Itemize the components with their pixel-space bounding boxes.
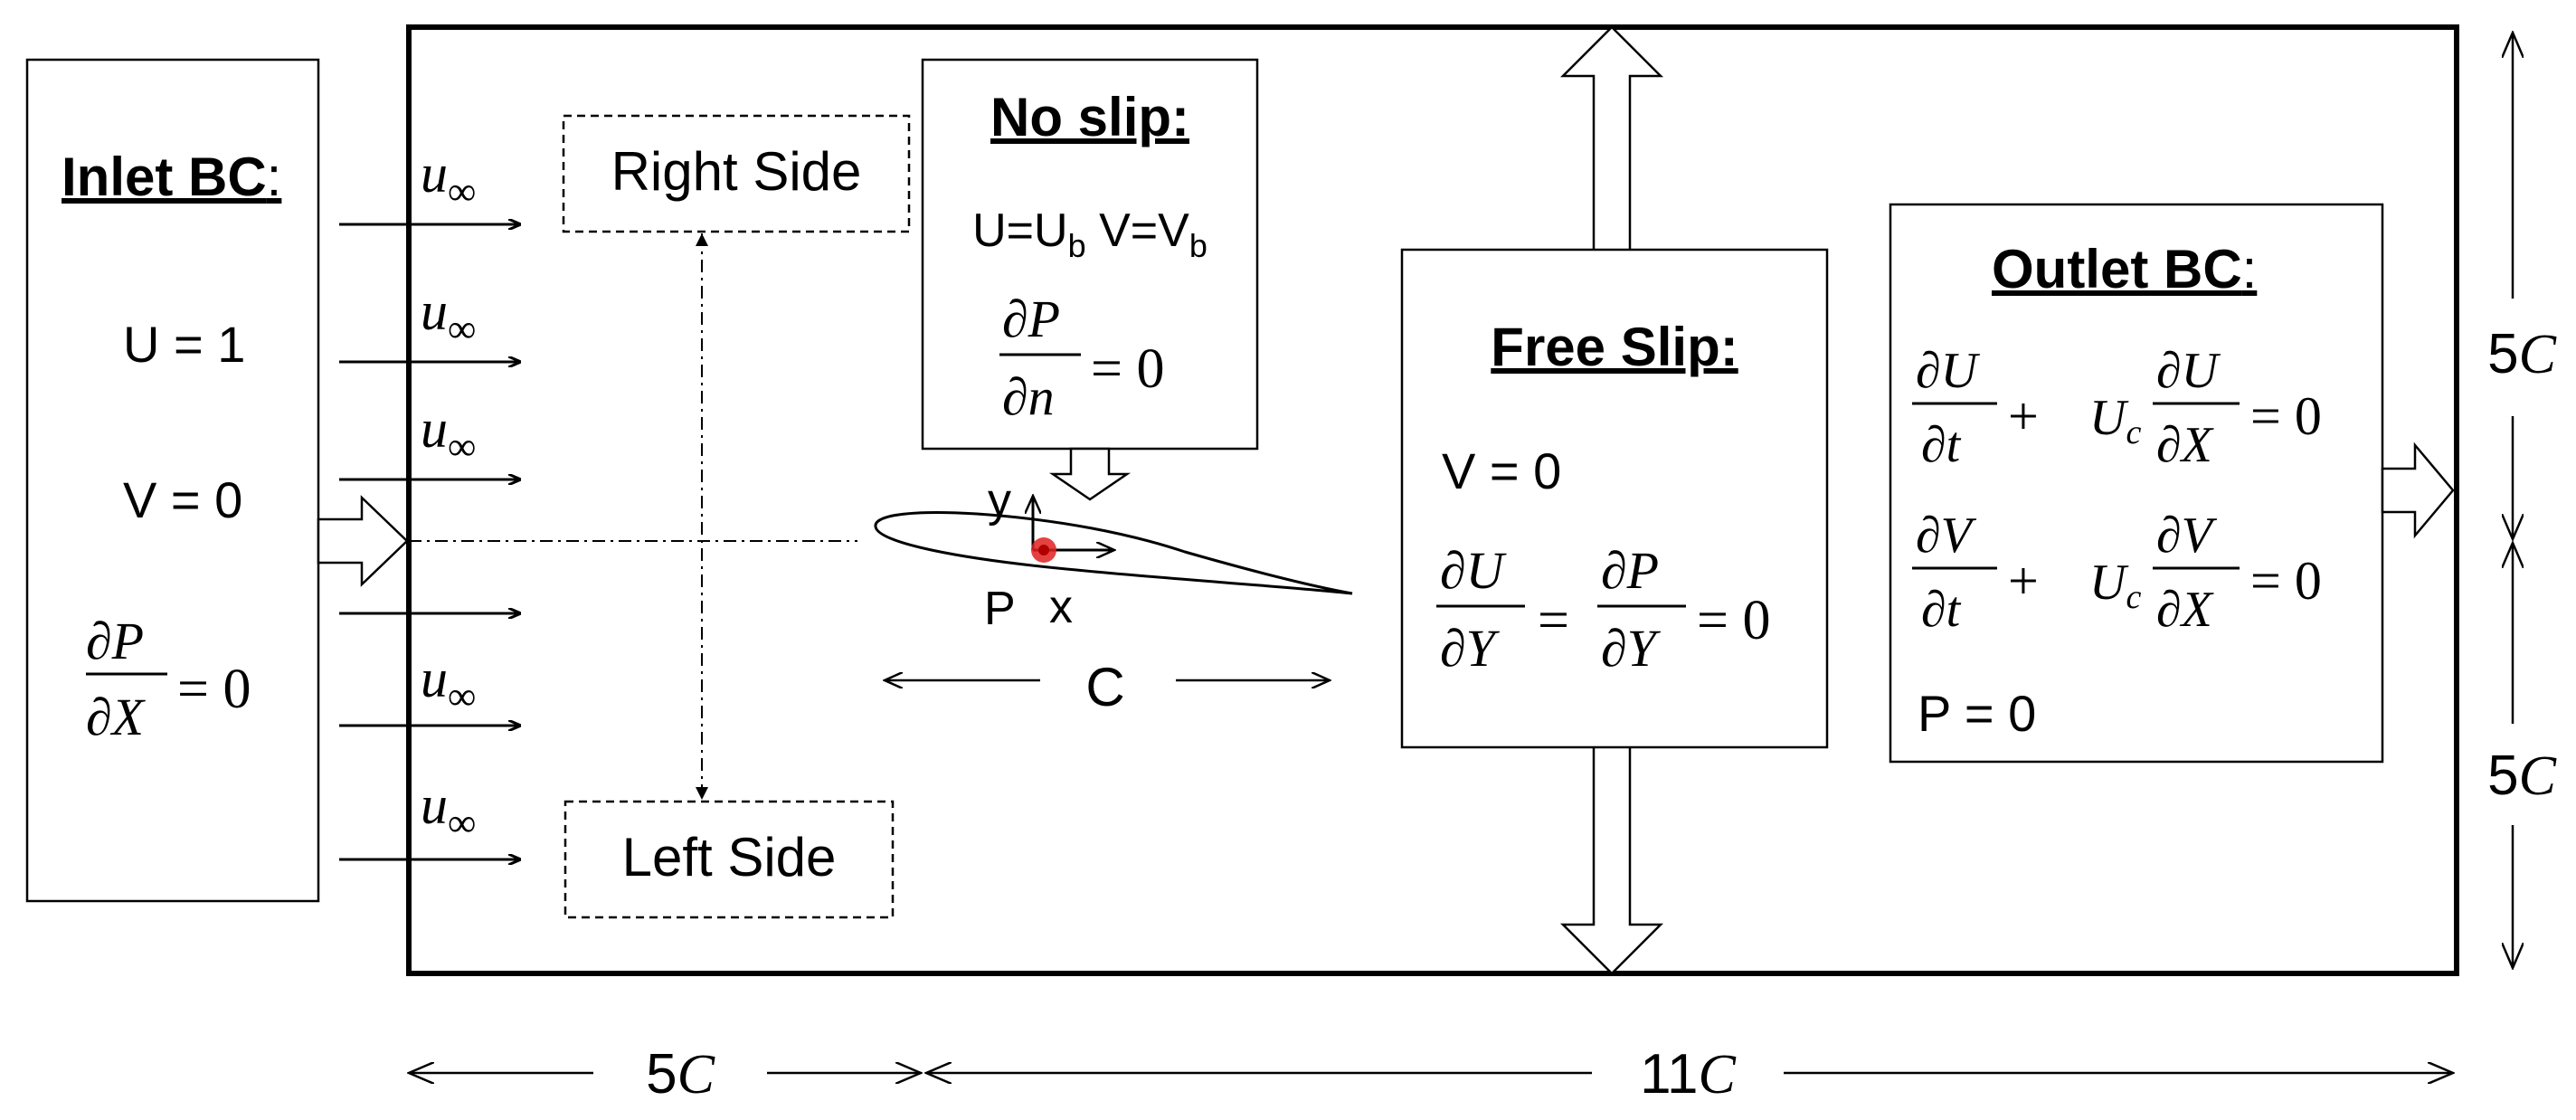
inlet-dp-equals: = 0 [177, 659, 251, 720]
outlet-plus-1: + [2008, 386, 2039, 446]
outlet-hollow-arrow [2381, 441, 2455, 539]
dim-upstream-label: 5C [646, 1043, 715, 1106]
freestream-label: u∞ [421, 775, 476, 845]
freestream-label: u∞ [421, 399, 476, 469]
free-slip-du-denominator: ∂Y [1440, 619, 1501, 678]
dim-downstream-label: 11C [1640, 1043, 1736, 1106]
inlet-dp-denominator: ∂X [86, 688, 147, 746]
left-side-label: Left Side [622, 827, 837, 887]
inlet-bc-title: Inlet BC: [62, 147, 281, 207]
left-side-box [564, 800, 895, 919]
dim-upper-label: 5C [2487, 323, 2556, 385]
free-slip-panel: Free Slip: V = 0 ∂U ∂Y = ∂P ∂Y = 0 [1400, 248, 1829, 749]
free-slip-title: Free Slip: [1491, 317, 1738, 377]
outlet-bc-panel: Outlet BC: ∂U ∂t + Uc ∂U ∂X = 0 ∂V ∂t + … [1889, 203, 2384, 764]
outlet-du-denominator: ∂t [1921, 417, 1962, 473]
no-slip-velocity: U=Ub V=Vb [972, 204, 1208, 264]
free-slip-du-numerator: ∂U [1440, 541, 1508, 600]
outlet-uc-2: Uc [2089, 555, 2141, 616]
computational-domain [406, 24, 2459, 976]
inlet-u-condition: U = 1 [123, 316, 245, 373]
inlet-bc-panel: Inlet BC: U = 1 V = 0 ∂P ∂X = 0 [25, 58, 320, 903]
outlet-dux-denominator: ∂X [2156, 417, 2215, 473]
x-axis-label: x [1049, 581, 1073, 633]
no-slip-title: No slip: [990, 87, 1189, 147]
y-axis-label: y [988, 474, 1011, 527]
point-p-label: P [984, 583, 1016, 635]
no-slip-panel: No slip: U=Ub V=Vb ∂P ∂n = 0 [921, 58, 1259, 451]
inlet-v-condition: V = 0 [123, 471, 242, 528]
outlet-equals-2: = 0 [2250, 551, 2322, 611]
no-slip-dp-equals: = 0 [1091, 338, 1164, 400]
freestream-label: u∞ [421, 649, 476, 718]
outlet-dv-denominator: ∂t [1921, 582, 1962, 638]
freestream-label: u∞ [421, 144, 476, 214]
dim-lower-label: 5C [2487, 745, 2556, 807]
right-side-box [562, 114, 911, 233]
freestream-label: u∞ [421, 281, 476, 351]
outlet-dvx-numerator: ∂V [2156, 508, 2218, 564]
outlet-dvx-denominator: ∂X [2156, 582, 2215, 638]
free-slip-dp-numerator: ∂P [1601, 541, 1659, 600]
outlet-plus-2: + [2008, 551, 2039, 611]
airfoil-shape [874, 511, 1353, 595]
free-slip-v-condition: V = 0 [1442, 442, 1561, 499]
outlet-p-condition: P = 0 [1918, 685, 2036, 742]
free-slip-dp-equals: = 0 [1697, 590, 1770, 651]
right-side-label: Right Side [611, 141, 862, 202]
outlet-bc-title: Outlet BC: [1992, 239, 2257, 299]
no-slip-dp-numerator: ∂P [1002, 289, 1060, 348]
reference-point-core [1038, 545, 1049, 555]
chord-label: C [1085, 657, 1124, 717]
outlet-dv-numerator: ∂V [1916, 508, 1977, 564]
inlet-dp-numerator: ∂P [86, 612, 144, 670]
outlet-uc-1: Uc [2089, 390, 2141, 451]
freestream-arrows: u∞ u∞ u∞ u∞ u∞ [339, 144, 520, 859]
free-slip-equals: = [1538, 590, 1569, 651]
no-slip-dp-denominator: ∂n [1002, 367, 1055, 426]
inlet-hollow-arrow [317, 495, 409, 587]
outlet-dux-numerator: ∂U [2156, 343, 2221, 399]
no-slip-hollow-arrow [1048, 447, 1132, 501]
free-slip-dp-denominator: ∂Y [1601, 619, 1662, 678]
outlet-du-numerator: ∂U [1916, 343, 1981, 399]
outlet-equals-1: = 0 [2250, 386, 2322, 446]
